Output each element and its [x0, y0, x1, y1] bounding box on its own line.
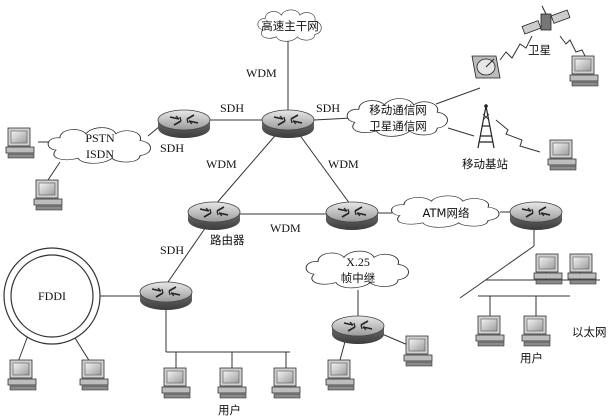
core-router	[261, 109, 315, 139]
satellite-icon	[521, 5, 571, 35]
left-router	[157, 109, 211, 139]
pstn-cloud: PSTN ISDN	[47, 127, 151, 164]
ethernet-router	[509, 201, 563, 231]
router-label: 路由器	[210, 233, 245, 247]
atm-label: ATM网络	[423, 206, 470, 220]
computer-pstn-2	[33, 179, 63, 211]
atm-cloud: ATM网络	[391, 195, 500, 228]
wireless-tower-pc	[495, 119, 541, 153]
computer-eth-4	[521, 315, 551, 347]
satellite-label: 卫星	[528, 43, 551, 57]
label-wdm-top: WDM	[246, 66, 277, 80]
computer-eth-3	[475, 315, 505, 347]
base-station-label: 移动基站	[462, 157, 508, 171]
main-router	[187, 201, 241, 231]
link-x25router-pc	[381, 333, 409, 346]
label-sdh-pstn: SDH	[160, 141, 184, 155]
ethernet-diagonal	[459, 245, 535, 299]
label-sdh-right: SDH	[316, 101, 340, 115]
mobile-net-label: 移动通信网	[369, 103, 427, 117]
satellite-dish-icon	[471, 55, 501, 79]
label-sdh-router-fddi: SDH	[160, 243, 184, 257]
fddi-label: FDDI	[38, 289, 66, 303]
fddi-ring: FDDI	[3, 247, 101, 345]
mobile-cloud: 移动通信网 卫星通信网	[346, 98, 448, 137]
link-router-fddirouter	[167, 223, 209, 283]
ethernet-label: 以太网	[572, 325, 607, 339]
link-lines	[17, 40, 600, 370]
computer-user-1	[161, 367, 191, 399]
x25-cloud: X.25 帧中继	[305, 250, 409, 289]
link-core-atmrouter	[295, 129, 351, 205]
computer-pstn-1	[5, 127, 35, 159]
x25-label: X.25	[346, 255, 370, 269]
computer-base-station	[547, 139, 577, 171]
label-wdm-mid-right: WDM	[328, 157, 359, 171]
backbone-label: 高速主干网	[261, 19, 319, 33]
computer-x25-1	[325, 359, 355, 391]
satellite-net-label: 卫星通信网	[369, 119, 427, 133]
wireless-dish-satellite	[499, 35, 533, 61]
link-mobile-tower	[447, 127, 475, 137]
backbone-cloud: 高速主干网	[257, 9, 322, 42]
x25-router	[331, 315, 385, 345]
label-wdm-mid-left: WDM	[206, 157, 237, 171]
pstn-label: PSTN	[85, 131, 115, 145]
link-core-router	[214, 129, 281, 206]
users-right-label: 用户	[520, 351, 543, 365]
label-sdh-left: SDH	[220, 101, 244, 115]
wireless-links	[495, 35, 589, 153]
atm-router	[325, 201, 379, 231]
computer-satellite	[569, 55, 599, 87]
label-wdm-bottom: WDM	[270, 221, 301, 235]
fddi-router	[139, 281, 193, 311]
computer-fddi-2	[79, 359, 109, 391]
link-pstn-pc2	[47, 161, 61, 181]
link-dish-mobile	[435, 87, 481, 105]
computer-fddi-1	[7, 359, 37, 391]
link-core-mobile	[313, 117, 353, 121]
computer-x25-2	[403, 335, 433, 367]
antenna-tower-icon	[477, 104, 495, 149]
computer-user-3	[271, 367, 301, 399]
computer-user-2	[217, 367, 247, 399]
frame-relay-label: 帧中继	[341, 271, 376, 285]
wireless-satellite-pc	[559, 35, 589, 63]
isdn-label: ISDN	[86, 147, 114, 161]
users-left-label: 用户	[218, 403, 241, 417]
